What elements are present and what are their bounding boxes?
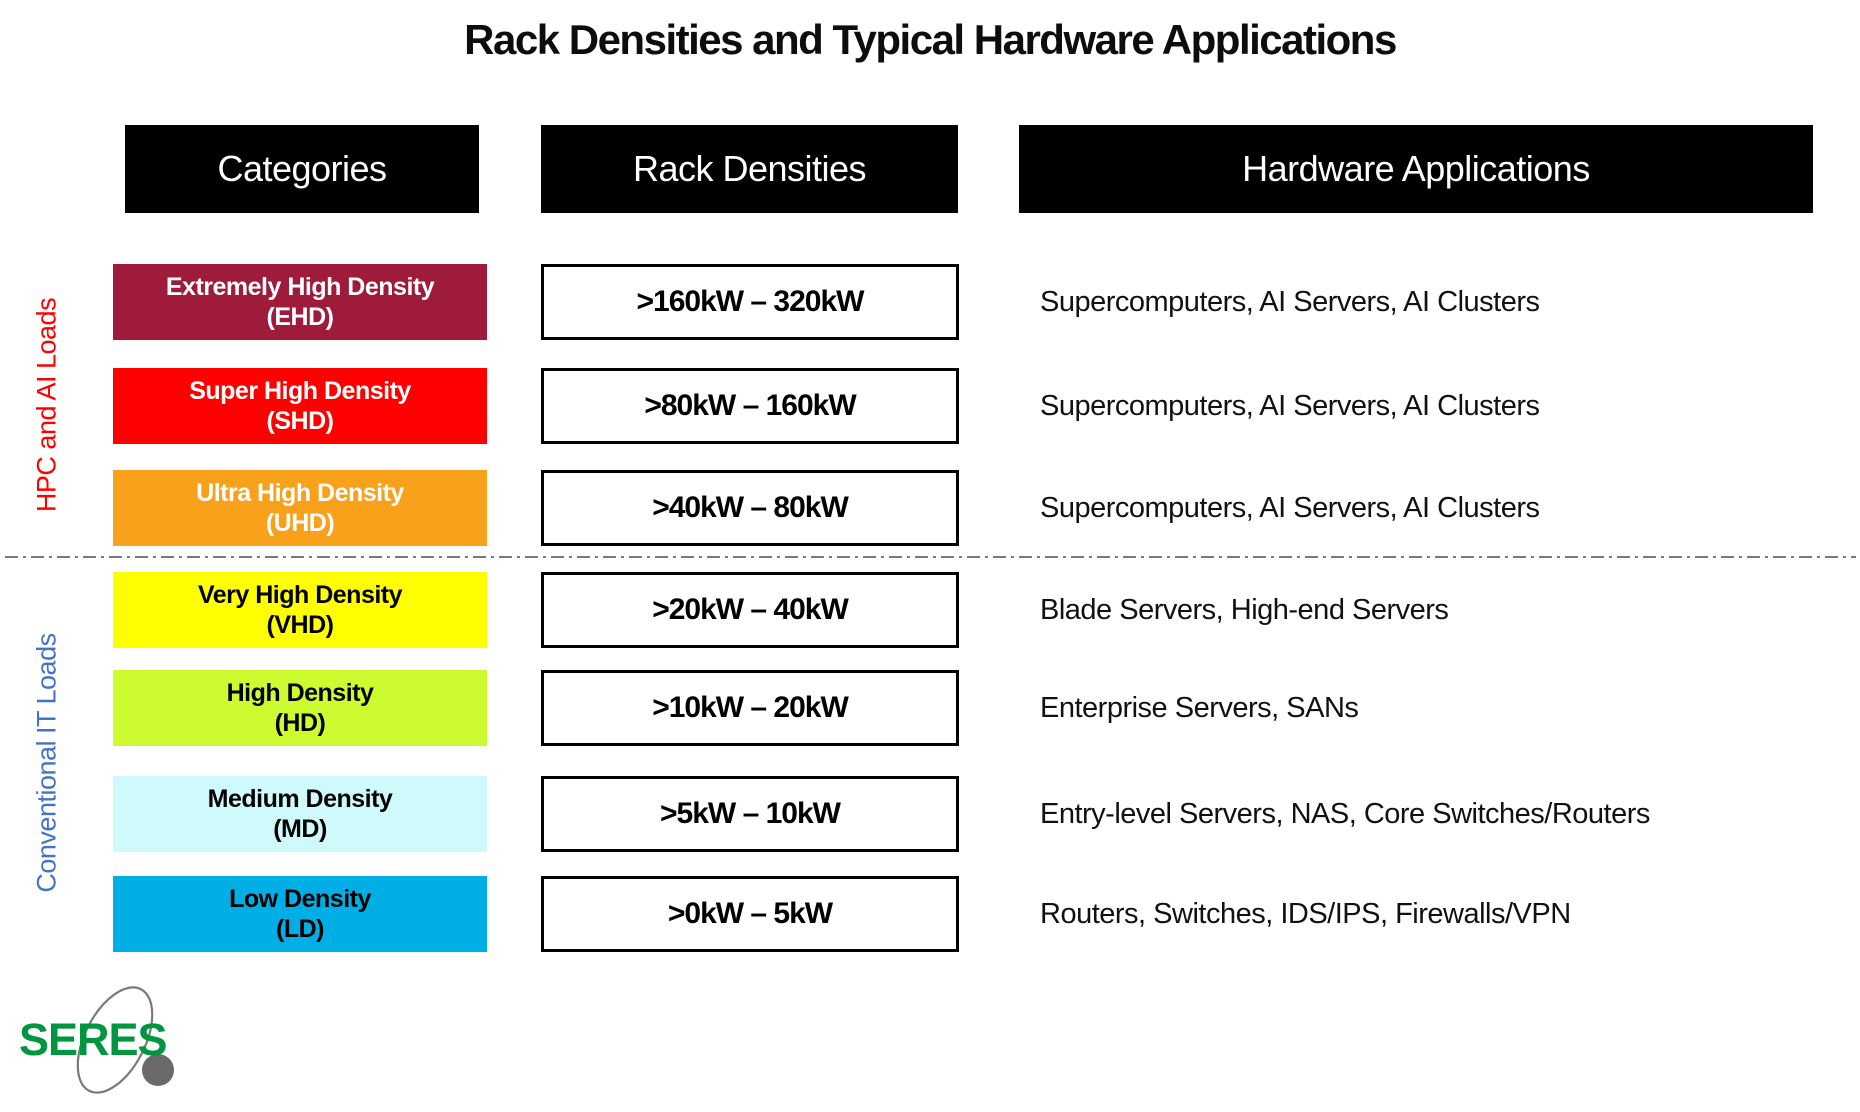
category-name: High Density — [226, 678, 374, 707]
group-label-hpc-ai-loads: HPC and AI Loads — [31, 297, 62, 513]
density-box-shd: >80kW – 160kW — [541, 368, 959, 444]
category-box-uhd: Ultra High Density (UHD) — [113, 470, 487, 546]
category-abbr: (MD) — [273, 815, 327, 843]
page-title: Rack Densities and Typical Hardware Appl… — [464, 16, 1397, 63]
category-name: Ultra High Density — [196, 478, 404, 507]
density-box-ehd: >160kW – 320kW — [541, 264, 959, 340]
applications-ehd: Supercomputers, AI Servers, AI Clusters — [1040, 285, 1540, 318]
seres-logo: SERES — [19, 986, 174, 1094]
applications-md: Entry-level Servers, NAS, Core Switches/… — [1040, 797, 1650, 830]
category-name: Super High Density — [189, 376, 411, 405]
column-header-rack-densities: Rack Densities — [541, 125, 958, 213]
category-name: Low Density — [229, 884, 371, 913]
category-abbr: (LD) — [276, 915, 324, 943]
category-box-md: Medium Density (MD) — [113, 776, 487, 852]
category-name: Medium Density — [207, 784, 393, 813]
category-abbr: (SHD) — [266, 407, 334, 435]
applications-shd: Supercomputers, AI Servers, AI Clusters — [1040, 389, 1540, 422]
category-box-ehd: Extremely High Density (EHD) — [113, 264, 487, 340]
applications-hd: Enterprise Servers, SANs — [1040, 691, 1359, 724]
category-box-hd: High Density (HD) — [113, 670, 487, 746]
category-abbr: (EHD) — [266, 303, 334, 331]
logo-satellite-circle — [142, 1054, 174, 1086]
logo-wordmark: SERES — [19, 1014, 167, 1065]
group-label-conventional-it-loads: Conventional IT Loads — [31, 633, 62, 893]
density-box-md: >5kW – 10kW — [541, 776, 959, 852]
category-abbr: (VHD) — [266, 611, 334, 639]
logo-orbit-ellipse — [76, 986, 154, 1094]
density-box-uhd: >40kW – 80kW — [541, 470, 959, 546]
category-box-ld: Low Density (LD) — [113, 876, 487, 952]
column-header-hardware-applications: Hardware Applications — [1019, 125, 1813, 213]
applications-uhd: Supercomputers, AI Servers, AI Clusters — [1040, 491, 1540, 524]
group-divider-dashed-line — [5, 556, 1856, 558]
category-name: Extremely High Density — [165, 272, 435, 301]
column-header-categories: Categories — [125, 125, 479, 213]
applications-vhd: Blade Servers, High-end Servers — [1040, 593, 1449, 626]
density-box-hd: >10kW – 20kW — [541, 670, 959, 746]
density-box-ld: >0kW – 5kW — [541, 876, 959, 952]
category-box-vhd: Very High Density (VHD) — [113, 572, 487, 648]
category-box-shd: Super High Density (SHD) — [113, 368, 487, 444]
applications-ld: Routers, Switches, IDS/IPS, Firewalls/VP… — [1040, 897, 1571, 930]
category-name: Very High Density — [197, 580, 403, 609]
category-abbr: (HD) — [274, 709, 326, 737]
density-box-vhd: >20kW – 40kW — [541, 572, 959, 648]
category-abbr: (UHD) — [265, 509, 335, 537]
